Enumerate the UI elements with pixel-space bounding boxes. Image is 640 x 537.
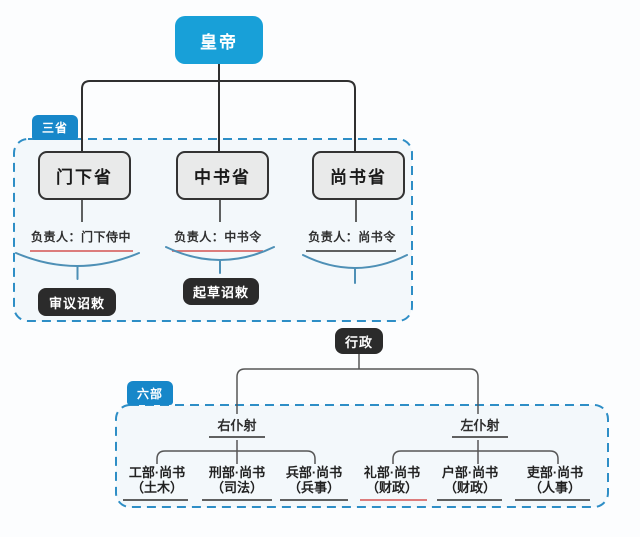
ministry-node-xingbu: 刑部·尚书 （司法）: [190, 464, 284, 495]
ministry-node-yibu: 吏部·尚书 （人事）: [508, 464, 602, 495]
function-badge-review-edicts[interactable]: 审议诏敕: [38, 288, 116, 316]
deputy-label-right-puye: 右仆射: [217, 418, 257, 433]
ministry-name: 刑部·尚书: [208, 464, 266, 480]
ministry-function: （财政）: [365, 479, 418, 495]
ministry-node-gongbu: 工部·尚书 （土木）: [110, 464, 204, 495]
leader-label-shangshu: 负责人：尚书令: [308, 230, 396, 244]
ministry-name: 吏部·尚书: [526, 464, 584, 480]
right-puye-bracket: [156, 450, 316, 464]
department-node-zhongshu[interactable]: 中书省: [176, 151, 269, 200]
ministry-node-hubu: 户部·尚书 （财政）: [423, 464, 517, 495]
ministry-function: （土木）: [130, 479, 183, 495]
six-ministries-tab[interactable]: 六部: [127, 381, 173, 405]
ministry-name: 户部·尚书: [441, 464, 499, 480]
shangshu-brace: [302, 254, 408, 284]
leader-label-zhongshu: 负责人：中书令: [174, 230, 262, 244]
zhongshu-brace: [165, 246, 275, 274]
three-departments-tab[interactable]: 三省: [32, 115, 78, 140]
emperor-node[interactable]: 皇帝: [175, 16, 263, 64]
ministry-name: 兵部·尚书: [285, 464, 343, 480]
leader-label-menxia: 负责人：门下侍中: [30, 230, 131, 244]
ministry-function: （人事）: [528, 479, 581, 495]
ministry-node-libu: 礼部·尚书 （财政）: [345, 464, 439, 495]
ministry-function: （兵事）: [287, 479, 340, 495]
administration-branch-connector: [236, 368, 479, 414]
ministry-function: （司法）: [210, 479, 263, 495]
department-node-shangshu[interactable]: 尚书省: [312, 151, 405, 200]
six-ministries-panel: [115, 404, 609, 508]
emperor-branch-connector: [81, 80, 356, 152]
ministry-function: （财政）: [443, 479, 496, 495]
department-node-menxia[interactable]: 门下省: [38, 151, 131, 200]
ministry-node-bingbu: 兵部·尚书 （兵事）: [267, 464, 361, 495]
left-puye-bracket: [392, 450, 559, 464]
ministry-name: 工部·尚书: [128, 464, 186, 480]
function-badge-draft-edicts[interactable]: 起草诏敕: [183, 278, 259, 305]
menxia-brace: [15, 252, 140, 280]
administration-badge[interactable]: 行政: [335, 328, 383, 354]
deputy-label-left-puye: 左仆射: [460, 418, 500, 433]
ministry-name: 礼部·尚书: [363, 464, 421, 480]
